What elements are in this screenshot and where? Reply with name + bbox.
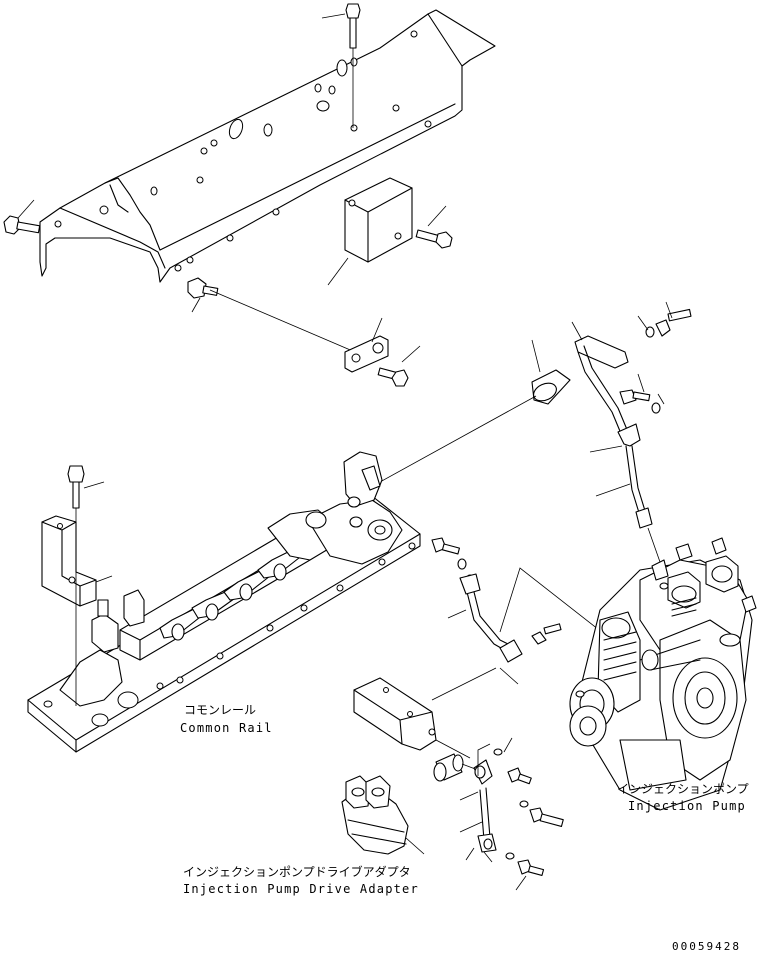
- bolt-top: [321, 3, 361, 128]
- fuel-pipe-lower: [447, 567, 641, 685]
- drive-adapter-label-jp: インジェクションポンプドライブアダプタ: [183, 864, 411, 879]
- label-drive-adapter: インジェクションポンプドライブアダプタ Injection Pump Drive…: [183, 864, 419, 896]
- spacer-sleeve: [379, 339, 571, 483]
- drive-adapter: [341, 775, 425, 855]
- rail-bracket-bolt: [67, 465, 105, 706]
- drawing-number: 00059428: [672, 940, 741, 953]
- common-rail-label-jp: コモンレール: [184, 703, 256, 717]
- label-injection-pump: インジェクションポンプ Injection Pump: [617, 782, 749, 813]
- injection-pump: [569, 537, 757, 811]
- adapter-bolts: [477, 737, 564, 891]
- clamp-plate: [344, 317, 421, 387]
- rail-bracket: [41, 515, 113, 607]
- bolt-under-bracket: [187, 277, 356, 353]
- mounting-bracket-plate: [39, 9, 496, 283]
- drive-adapter-label-en: Injection Pump Drive Adapter: [183, 882, 419, 896]
- adapter-link-rod: [459, 759, 497, 863]
- label-common-rail: コモンレール Common Rail: [180, 703, 273, 735]
- bolt-left: [3, 199, 41, 235]
- bolt-right-spacer: [415, 205, 453, 249]
- common-rail-label-en: Common Rail: [180, 721, 273, 735]
- injection-pump-label-en: Injection Pump: [628, 799, 746, 813]
- fuel-pipe-upper: [571, 321, 661, 563]
- spacer-block: [327, 177, 413, 286]
- adapter-sleeve: [433, 753, 479, 782]
- bolt-top-right-1: [637, 301, 692, 338]
- injection-pump-label-jp: インジェクションポンプ: [617, 782, 749, 796]
- common-rail: [27, 451, 421, 753]
- adapter-bracket: [353, 667, 497, 759]
- bolt-top-right-2: [619, 373, 665, 414]
